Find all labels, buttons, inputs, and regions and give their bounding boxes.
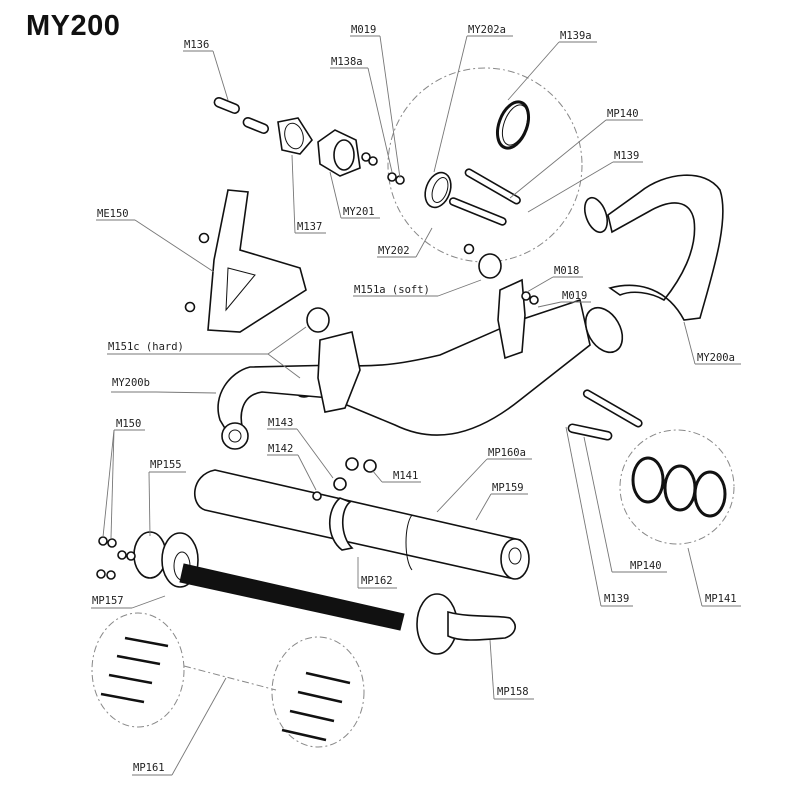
label-mp140-top: MP140 bbox=[509, 108, 643, 199]
svg-text:MP141: MP141 bbox=[705, 593, 737, 605]
svg-text:MY200a: MY200a bbox=[697, 352, 735, 364]
svg-text:M137: M137 bbox=[297, 221, 322, 233]
m137-gasket bbox=[277, 117, 313, 155]
detail-circle-rivets-left bbox=[91, 612, 185, 728]
svg-text:MY200b: MY200b bbox=[112, 377, 150, 389]
svg-text:M019: M019 bbox=[562, 290, 587, 302]
label-my201: MY201 bbox=[329, 171, 380, 219]
svg-text:M151c (hard): M151c (hard) bbox=[108, 341, 184, 353]
mp159-muffler bbox=[193, 469, 530, 580]
label-mp158: MP158 bbox=[489, 639, 534, 700]
m139a-spring-ring bbox=[495, 100, 531, 150]
label-m136: M136 bbox=[183, 39, 229, 101]
my202a-ring bbox=[424, 171, 452, 209]
label-m151a: M151a (soft) bbox=[353, 279, 482, 297]
mp160a-packing bbox=[179, 563, 405, 631]
svg-text:MY202a: MY202a bbox=[468, 24, 506, 36]
label-m141: M141 bbox=[371, 469, 421, 483]
svg-text:MP155: MP155 bbox=[150, 459, 182, 471]
label-m139a: M139a bbox=[507, 30, 597, 101]
label-my202a: MY202a bbox=[433, 24, 513, 173]
m151a-rubber-mount bbox=[463, 243, 502, 279]
svg-text:MP140: MP140 bbox=[607, 108, 639, 120]
svg-text:M139: M139 bbox=[604, 593, 629, 605]
label-mp140-bottom: MP140 bbox=[583, 436, 667, 573]
label-m137: M137 bbox=[291, 154, 326, 234]
label-my200b: MY200b bbox=[111, 377, 217, 394]
svg-text:M136: M136 bbox=[184, 39, 209, 51]
svg-text:MY201: MY201 bbox=[343, 206, 375, 218]
svg-text:M139: M139 bbox=[614, 150, 639, 162]
mp162-clamp bbox=[312, 457, 377, 551]
my200b-pipe-body bbox=[217, 278, 591, 450]
svg-text:M138a: M138a bbox=[331, 56, 363, 68]
svg-text:M151a (soft): M151a (soft) bbox=[354, 284, 430, 296]
label-m139-bottom: M139 bbox=[565, 426, 633, 607]
detail-circle-springs-top bbox=[387, 67, 583, 263]
detail-circle-mp141 bbox=[619, 429, 735, 545]
svg-text:MP162: MP162 bbox=[361, 575, 393, 587]
detail-circle-rivets-right bbox=[271, 636, 365, 748]
rivets-connector bbox=[183, 665, 277, 691]
svg-text:MP157: MP157 bbox=[92, 595, 124, 607]
label-m019-top: M019 bbox=[350, 24, 401, 179]
svg-text:MP158: MP158 bbox=[497, 686, 529, 698]
label-m142: M142 bbox=[267, 443, 317, 491]
label-my202: MY202 bbox=[377, 227, 433, 258]
me150-bracket bbox=[184, 189, 307, 333]
svg-text:MP160a: MP160a bbox=[488, 447, 526, 459]
svg-text:MP161: MP161 bbox=[133, 762, 165, 774]
label-me150: ME150 bbox=[96, 208, 215, 273]
diagram-title: MY200 bbox=[26, 10, 121, 42]
label-m018: M018 bbox=[526, 265, 583, 293]
label-m138a: M138a bbox=[330, 56, 393, 173]
svg-text:M019: M019 bbox=[351, 24, 376, 36]
label-mp157: MP157 bbox=[91, 595, 166, 609]
label-m143: M143 bbox=[267, 417, 334, 479]
svg-text:MP140: MP140 bbox=[630, 560, 662, 572]
svg-text:MY202: MY202 bbox=[378, 245, 410, 257]
label-m019-mid: M019 bbox=[537, 290, 591, 308]
label-m151c: M151c (hard) bbox=[107, 326, 307, 379]
svg-text:M143: M143 bbox=[268, 417, 293, 429]
svg-text:M139a: M139a bbox=[560, 30, 592, 42]
springs-bottom bbox=[567, 389, 643, 441]
label-m150: M150 bbox=[102, 418, 145, 539]
svg-text:M142: M142 bbox=[268, 443, 293, 455]
m136-pins bbox=[213, 96, 269, 134]
mp161-rivets bbox=[100, 636, 351, 742]
my201-flange bbox=[317, 129, 378, 177]
label-mp141: MP141 bbox=[687, 547, 741, 607]
my200a-head-pipe bbox=[583, 174, 724, 354]
svg-text:ME150: ME150 bbox=[97, 208, 129, 220]
mp158-outlet bbox=[416, 593, 516, 655]
label-mp155: MP155 bbox=[148, 459, 186, 537]
label-mp162: MP162 bbox=[357, 557, 397, 589]
springs-top bbox=[448, 168, 521, 226]
svg-text:MP159: MP159 bbox=[492, 482, 524, 494]
svg-text:M018: M018 bbox=[554, 265, 579, 277]
svg-text:M150: M150 bbox=[116, 418, 141, 430]
label-mp161: MP161 bbox=[132, 677, 227, 776]
label-mp159: MP159 bbox=[475, 482, 528, 521]
mp141-spring-rings bbox=[631, 456, 727, 518]
m138a-washer bbox=[387, 172, 397, 182]
label-mp160a: MP160a bbox=[436, 447, 532, 513]
label-m139-top: M139 bbox=[527, 150, 643, 213]
label-my200a: MY200a bbox=[683, 321, 741, 365]
svg-text:M141: M141 bbox=[393, 470, 418, 482]
